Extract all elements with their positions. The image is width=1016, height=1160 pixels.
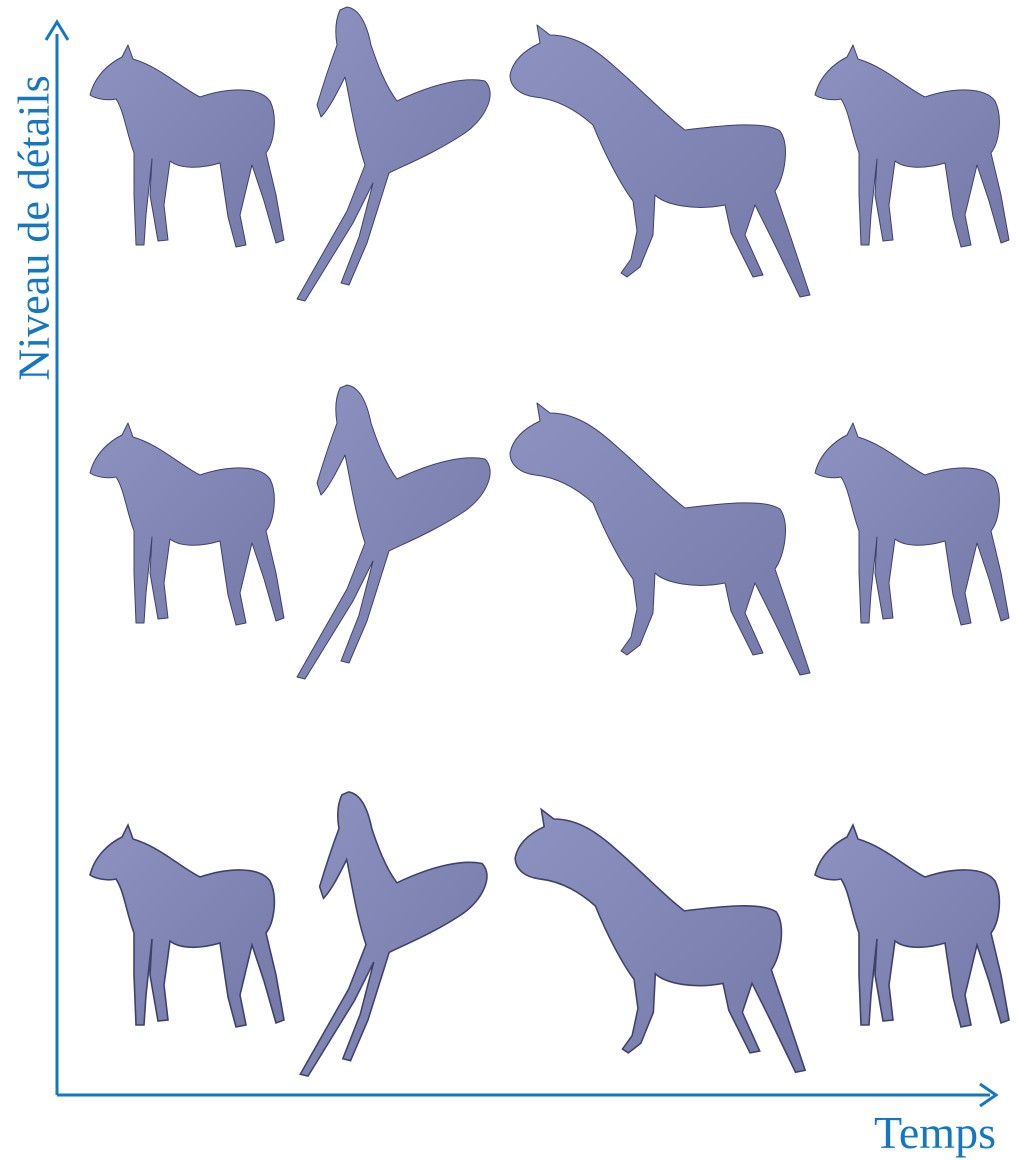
horse-mesh-icon xyxy=(70,383,290,683)
horse-frame-lod2-t0 xyxy=(70,790,290,1080)
horse-silhouette xyxy=(90,825,284,1027)
horse-frame-lod2-t3 xyxy=(795,790,1015,1080)
horse-mesh-icon xyxy=(70,790,290,1080)
horse-frame-lod0-t1 xyxy=(285,5,505,305)
horse-mesh-icon xyxy=(285,5,505,305)
horse-silhouette xyxy=(300,792,487,1076)
horse-silhouette xyxy=(510,25,810,297)
horse-silhouette xyxy=(815,825,1009,1027)
horse-silhouette xyxy=(90,423,284,625)
horse-frame-lod0-t0 xyxy=(70,5,290,305)
horse-silhouette xyxy=(515,809,805,1072)
horse-frame-lod1-t0 xyxy=(70,383,290,683)
horse-mesh-icon xyxy=(505,790,825,1080)
horse-silhouette xyxy=(815,45,1009,247)
horse-frame-lod2-t2 xyxy=(505,790,825,1080)
horse-mesh-icon xyxy=(285,790,505,1080)
horse-silhouette xyxy=(510,403,810,675)
horse-frame-lod1-t1 xyxy=(285,383,505,683)
horse-mesh-icon xyxy=(795,790,1015,1080)
x-axis-label: Temps xyxy=(874,1106,996,1159)
horse-mesh-icon xyxy=(285,383,505,683)
horse-silhouette xyxy=(90,45,284,247)
horse-mesh-icon xyxy=(795,5,1015,305)
horse-silhouette xyxy=(297,385,490,679)
horse-mesh-icon xyxy=(505,383,825,683)
horse-frame-lod0-t3 xyxy=(795,5,1015,305)
y-axis-label: Niveau de détails xyxy=(9,75,60,380)
horse-silhouette xyxy=(297,7,490,301)
horse-frame-lod2-t1 xyxy=(285,790,505,1080)
horse-mesh-icon xyxy=(70,5,290,305)
horse-mesh-icon xyxy=(795,383,1015,683)
horse-silhouette xyxy=(815,423,1009,625)
horse-frame-lod1-t3 xyxy=(795,383,1015,683)
horse-frame-lod0-t2 xyxy=(505,5,825,305)
horse-frame-lod1-t2 xyxy=(505,383,825,683)
horse-mesh-icon xyxy=(505,5,825,305)
